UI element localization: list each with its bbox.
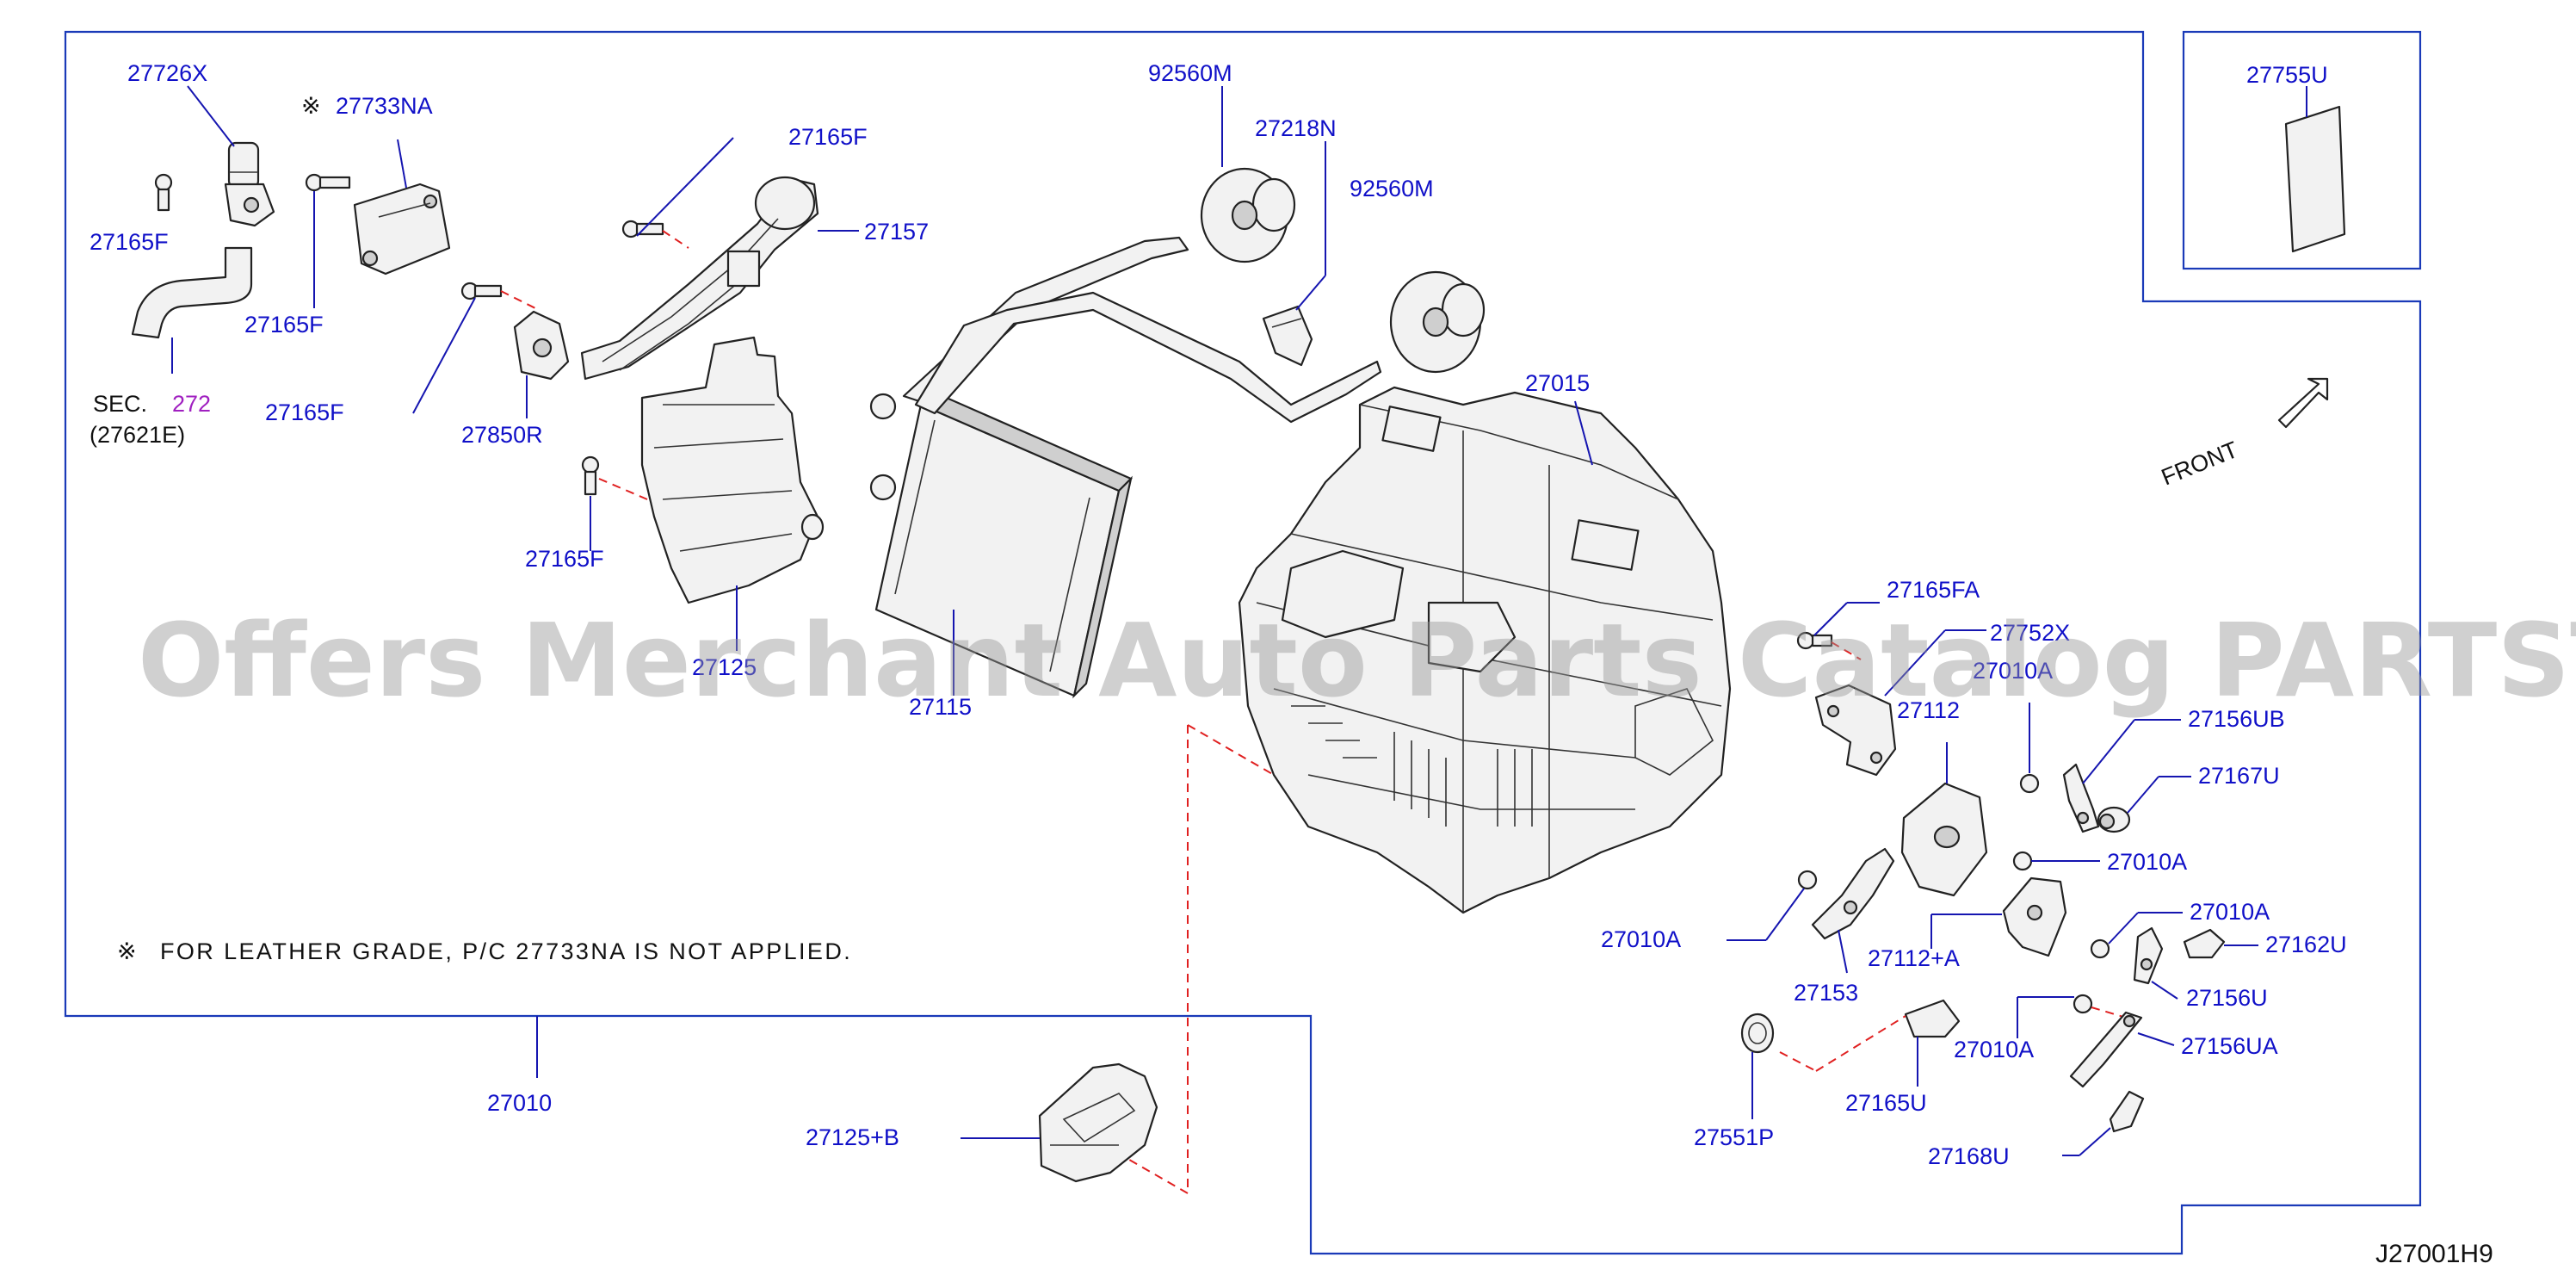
part-27115-heater-core[interactable]: [874, 391, 1133, 699]
part-27112A[interactable]: [2002, 876, 2067, 957]
bolt-27165F-c[interactable]: [621, 220, 664, 238]
part-27167U[interactable]: [2097, 806, 2131, 833]
part-27733NA[interactable]: [353, 183, 451, 276]
part-27156UB[interactable]: [2062, 763, 2100, 833]
part-27165FA[interactable]: [1796, 631, 1833, 650]
label-27153: 27153: [1794, 980, 1858, 1006]
label-27165F-b: 27165F: [244, 312, 324, 338]
label-27157: 27157: [864, 219, 929, 245]
note-mark-icon: ※: [301, 93, 321, 119]
label-27010A-e: 27010A: [1954, 1037, 2034, 1062]
part-27125B-duct[interactable]: [1038, 1062, 1158, 1183]
label-27125B: 27125+B: [806, 1124, 899, 1150]
label-sec-27621E: (27621E): [90, 422, 185, 448]
part-27115-pipes[interactable]: [869, 236, 1382, 501]
part-27153-link[interactable]: [1811, 847, 1895, 940]
part-27162U[interactable]: [2183, 928, 2226, 959]
label-27165F-d: 27165F: [265, 399, 344, 425]
label-27551P: 27551P: [1694, 1124, 1774, 1150]
part-27755U[interactable]: [2284, 105, 2346, 253]
bolt-27165F-b[interactable]: [305, 173, 351, 192]
part-27752X-bracket[interactable]: [1814, 684, 1897, 777]
label-27165F-e: 27165F: [525, 546, 604, 572]
label-27165FA: 27165FA: [1887, 577, 1980, 603]
label-92560M-a: 92560M: [1148, 60, 1232, 86]
hose-sec-272[interactable]: [131, 246, 253, 339]
part-27551P-spring[interactable]: [1740, 1013, 1775, 1054]
label-27015: 27015: [1525, 370, 1590, 396]
front-arrow-icon: [2277, 377, 2329, 429]
screw-27010A-a[interactable]: [2019, 773, 2040, 794]
part-92560M-b[interactable]: [1389, 270, 1486, 374]
label-27850R: 27850R: [461, 422, 543, 448]
label-27752X: 27752X: [1990, 620, 2070, 646]
label-27156UB: 27156UB: [2188, 706, 2285, 732]
screw-27010A-b[interactable]: [2012, 851, 2033, 871]
label-27010A-a: 27010A: [1973, 658, 2053, 684]
part-92560M-a[interactable]: [1200, 167, 1296, 263]
label-27115: 27115: [909, 694, 972, 720]
part-27218N-clamp[interactable]: [1262, 305, 1313, 367]
label-front: FRONT: [2158, 437, 2241, 491]
label-sec-prefix: SEC.: [93, 391, 147, 417]
label-27010A-b: 27010A: [2107, 849, 2187, 875]
part-27015-heater-unit[interactable]: [1238, 386, 1732, 914]
part-27156U[interactable]: [2133, 926, 2164, 985]
screw-27010A-d[interactable]: [1797, 870, 1818, 890]
label-27010A-d: 27010A: [1601, 926, 1681, 952]
bolt-27165F-a[interactable]: [154, 173, 173, 212]
label-27733NA: 27733NA: [336, 93, 433, 119]
part-27726X[interactable]: [224, 141, 275, 227]
label-27010: 27010: [487, 1090, 552, 1116]
note-mark: ※: [117, 938, 137, 964]
screw-27010A-c[interactable]: [2090, 938, 2110, 959]
label-27125: 27125: [692, 654, 757, 680]
inset-box-27755U: [2182, 30, 2422, 270]
label-27755U: 27755U: [2246, 62, 2328, 88]
label-sec-272: 272: [172, 391, 211, 417]
label-92560M-b: 92560M: [1350, 176, 1434, 201]
label-27112A: 27112+A: [1868, 945, 1960, 971]
note-text: FOR LEATHER GRADE, P/C 27733NA IS NOT AP…: [160, 938, 852, 964]
bolt-27165F-e[interactable]: [581, 455, 600, 496]
part-27125-duct[interactable]: [640, 336, 825, 604]
label-27112: 27112: [1897, 697, 1960, 723]
part-27157-duct[interactable]: [580, 176, 819, 381]
bolt-27165F-d[interactable]: [460, 282, 503, 300]
diagram-id: J27001H9: [2375, 1240, 2493, 1268]
label-27218N: 27218N: [1255, 115, 1337, 141]
main-frame-border: [64, 30, 2422, 1255]
label-27156UA: 27156UA: [2181, 1033, 2278, 1059]
watermark: Offers Merchant Auto Parts Catalog PARTS…: [138, 601, 2576, 720]
label-27162U: 27162U: [2265, 932, 2347, 957]
label-27168U: 27168U: [1928, 1143, 2010, 1169]
screw-27010A-e[interactable]: [2073, 994, 2093, 1014]
label-27165U: 27165U: [1845, 1090, 1927, 1116]
label-27156U: 27156U: [2186, 985, 2268, 1011]
part-27156UA[interactable]: [2069, 1011, 2143, 1088]
label-27167U: 27167U: [2198, 763, 2280, 789]
label-27165F-a: 27165F: [90, 229, 169, 255]
part-27168U[interactable]: [2109, 1090, 2145, 1133]
part-27112[interactable]: [1900, 782, 1988, 897]
part-27850R[interactable]: [513, 310, 570, 381]
label-27165F-c: 27165F: [788, 124, 868, 150]
label-27010A-c: 27010A: [2190, 899, 2270, 925]
label-27726X: 27726X: [127, 60, 207, 86]
part-27165U[interactable]: [1904, 999, 1961, 1038]
